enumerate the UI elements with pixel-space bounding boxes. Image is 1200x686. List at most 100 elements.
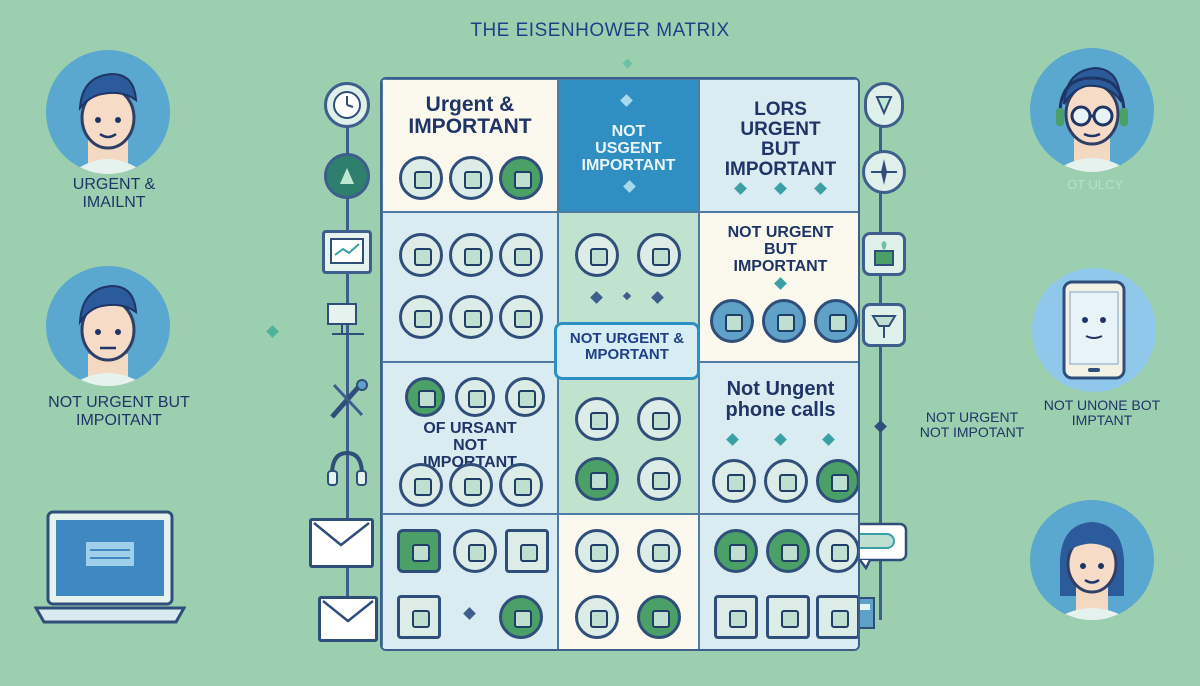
tools-icon: [322, 375, 372, 425]
sparkle-icon-left: [266, 325, 279, 338]
quadrant-urgent-important: Urgent & IMPORTANT: [382, 79, 558, 212]
side-label: OT ULCY: [1066, 177, 1124, 192]
quadrant-highlight: NOT USGENT IMPORTANT: [558, 79, 699, 212]
gear-icon: [816, 529, 858, 573]
laptop-icon: [33, 508, 187, 628]
sparkle-icon: [814, 182, 827, 195]
side-label: URGENT & IMAILNT: [72, 176, 156, 211]
quadrant-not-urgent-calls: Not Ungent phone calls: [699, 362, 858, 514]
calendar-icon: [449, 233, 493, 277]
quadrant-label: NOT URGENT BUT IMPORTANT: [727, 224, 834, 275]
avatar: [1030, 500, 1154, 620]
briefcase-icon: [449, 295, 493, 339]
sparkle-icon: [622, 58, 633, 69]
side-label: NOT UNONE BOT IMPTANT: [1043, 397, 1161, 429]
refresh-icon: [499, 463, 543, 507]
quadrant-bottom-middle: [558, 514, 699, 649]
calculator-icon: [814, 299, 858, 343]
avatar: [46, 266, 170, 386]
avatar: [46, 50, 170, 174]
right-timeline: [879, 95, 882, 620]
quadrant-bottom-right: [699, 514, 858, 649]
globe-icon: [399, 463, 443, 507]
shield-icon: [405, 377, 445, 417]
quadrant-not-urgent-important: LORS URGENT BUT IMPORTANT: [699, 79, 858, 212]
user-icon: [575, 529, 619, 573]
envelope-icon: [309, 518, 374, 568]
quadrant-middle-lower: [558, 362, 699, 514]
layout-icon: [816, 459, 858, 503]
timeline-diamond: [874, 420, 887, 433]
check-icon: [714, 529, 758, 573]
lamp-icon: [862, 303, 906, 347]
sparkle-icon: [463, 607, 476, 620]
window-icon: [505, 377, 545, 417]
basket-icon: [575, 397, 619, 441]
star-icon: [637, 233, 681, 277]
center-label: NOT URGENT & MPORTANT: [569, 330, 685, 363]
chair-icon: [575, 457, 619, 501]
quadrant-label: NOT USGENT IMPORTANT: [581, 123, 676, 174]
document-icon: [499, 233, 543, 277]
quadrant-label: Not Ungent phone calls: [725, 378, 836, 421]
sparkle-icon: [590, 291, 603, 304]
cloud-icon: [399, 156, 443, 200]
bookmark-icon: [455, 377, 495, 417]
lock-icon: [575, 595, 619, 639]
list-icon: [505, 529, 549, 573]
quadrant-label: LORS URGENT BUT IMPORTANT: [724, 99, 837, 180]
clock-icon: [324, 82, 370, 128]
compass-icon: [862, 150, 906, 194]
circle-icon: [449, 463, 493, 507]
sparkle-icon: [726, 433, 739, 446]
apple-icon: [637, 457, 681, 501]
sparkle-icon: [623, 180, 636, 193]
shield-icon: [449, 156, 493, 200]
headset-icon: [322, 445, 372, 493]
toolbox-icon: [710, 299, 754, 343]
quadrant-label: OF URSANT NOT IMPORTANT: [423, 420, 517, 471]
sparkle-icon: [622, 291, 632, 301]
cart-icon: [712, 459, 756, 503]
bulb-icon: [764, 459, 808, 503]
quadrant-bottom-left: [382, 514, 558, 649]
sparkle-icon: [734, 182, 747, 195]
quadrant-not-urgent-but-important: NOT URGENT BUT IMPORTANT: [699, 212, 858, 362]
chart-icon: [637, 529, 681, 573]
sparkle-icon: [774, 433, 787, 446]
sparkle-icon: [774, 277, 787, 290]
handshake-icon: [499, 595, 543, 639]
chart-icon: [399, 233, 443, 277]
side-label: NOT URGENT BUT IMPOITANT: [48, 394, 190, 429]
mail-icon: [397, 595, 441, 639]
monitor-icon: [575, 233, 619, 277]
shield-icon: [397, 529, 441, 573]
tablet-frame: [1032, 268, 1156, 392]
avatar: [1030, 48, 1154, 172]
sparkle-icon: [620, 94, 633, 107]
quadrant-tasks: [382, 212, 558, 362]
photo-icon: [714, 595, 758, 639]
side-label: NOT URGENT NOT IMPOTANT: [919, 409, 1025, 441]
sparkle-icon: [774, 182, 787, 195]
door-icon: [399, 295, 443, 339]
eisenhower-matrix: Urgent & IMPORTANT NOT USGENT IMPORTANT …: [380, 77, 860, 651]
sparkle-icon: [651, 291, 664, 304]
chart-icon: [322, 230, 372, 274]
tag-icon: [766, 595, 810, 639]
note-icon: [816, 595, 858, 639]
target-icon: [324, 153, 370, 199]
check-icon-2: [766, 529, 810, 573]
pin-icon: [453, 529, 497, 573]
quadrant-label: Urgent & IMPORTANT: [408, 93, 532, 139]
quadrant-not-important: OF URSANT NOT IMPORTANT: [382, 362, 558, 514]
person-icon: [499, 156, 543, 200]
leaf-icon: [637, 397, 681, 441]
sparkle-icon: [822, 433, 835, 446]
lightbulb-icon: [864, 82, 904, 128]
envelope-icon-2: [318, 596, 378, 642]
desk-icon: [322, 298, 372, 340]
left-timeline: [346, 95, 349, 640]
center-label-box: NOT URGENT & MPORTANT: [554, 322, 700, 380]
page-title: THE EISENHOWER MATRIX: [470, 20, 730, 41]
